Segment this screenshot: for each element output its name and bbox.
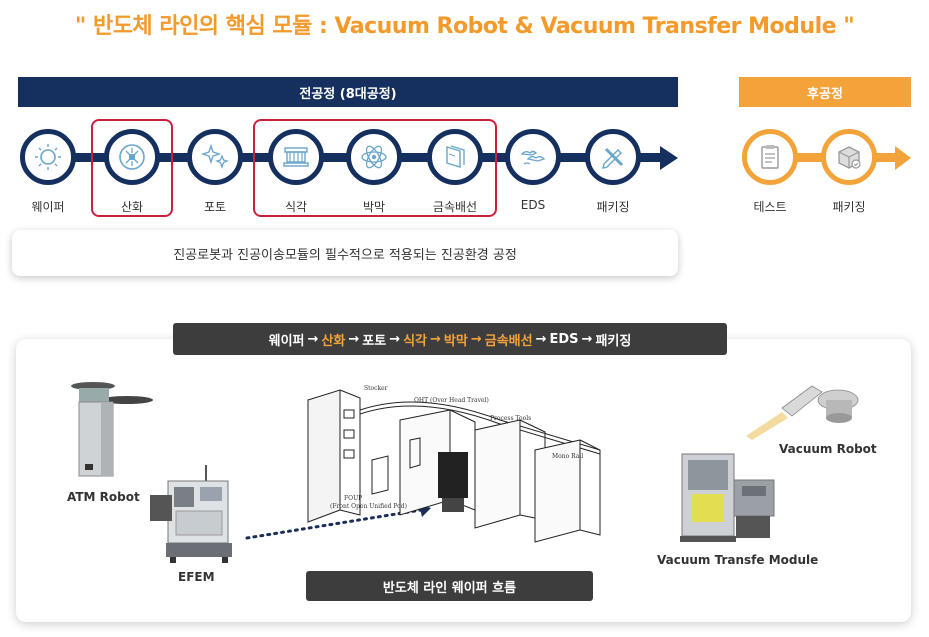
- step-label-etching: 식각: [284, 200, 308, 214]
- step-label-back-packaging: 패키징: [832, 200, 866, 214]
- flow-part: 웨이퍼: [268, 333, 305, 349]
- step-label-test: 테스트: [753, 200, 787, 214]
- step-etching: [268, 129, 324, 185]
- highlight-box-etch-film-metal: [253, 119, 497, 217]
- flow-arrow: →: [389, 331, 401, 347]
- flow-part-highlight: 박막: [443, 333, 468, 349]
- vtm-label: Vacuum Transfe Module: [657, 553, 819, 567]
- process-flow-bar: 웨이퍼 → 산화 → 포토 → 식각 → 박막 → 금속배선 → EDS → 패…: [173, 323, 727, 355]
- flow-part: 패키징: [595, 333, 632, 349]
- oxidation-chip-icon: [119, 144, 145, 170]
- step-label-photo: 포토: [203, 200, 227, 214]
- step-packaging: [585, 129, 641, 185]
- eds-test-icon: [520, 150, 546, 165]
- step-thin-film: [346, 129, 402, 185]
- step-eds: [505, 129, 561, 185]
- package-box-icon: [838, 146, 861, 169]
- efem-label: EFEM: [178, 570, 215, 584]
- drawing-label-foup-full: (Front Open Unified Pod): [330, 503, 407, 510]
- wafer-icon: [35, 144, 61, 170]
- flow-arrow: →: [348, 331, 360, 347]
- flow-arrow: →: [581, 331, 593, 347]
- step-label-metal-wiring: 금속배선: [432, 200, 478, 214]
- drawing-label-process-tools: Process Tools: [490, 415, 531, 422]
- flow-arrow: →: [307, 331, 319, 347]
- step-label-thin-film: 박막: [362, 200, 386, 214]
- wafer-flow-caption: 반도체 라인 웨이퍼 흐름: [306, 571, 593, 601]
- flow-arrow-highlight: →: [470, 331, 482, 347]
- atom-thin-film-icon: [361, 145, 387, 169]
- pencil-ruler-packaging-icon: [602, 147, 624, 169]
- drawing-label-ohe: OHT (Over Head Travel): [414, 397, 489, 404]
- front-process-header: 전공정 (8대공정): [18, 77, 678, 107]
- sparkle-photo-icon: [200, 143, 229, 170]
- back-process-arrow-icon: [895, 146, 911, 170]
- back-process-header: 후공정: [739, 77, 911, 107]
- step-oxidation: [104, 129, 160, 185]
- step-label-oxidation: 산화: [120, 200, 144, 214]
- step-label-packaging: 패키징: [596, 200, 630, 214]
- clipboard-test-icon: [761, 145, 779, 169]
- page-title: " 반도체 라인의 핵심 모듈 : Vacuum Robot & Vacuum …: [74, 14, 855, 39]
- vacuum-robot-label: Vacuum Robot: [779, 442, 877, 456]
- highlight-box-oxidation: [91, 119, 173, 217]
- step-test: [742, 129, 798, 185]
- etching-chamber-icon: [283, 147, 309, 167]
- step-metal-wiring: [427, 129, 483, 185]
- flow-arrow: →: [535, 331, 547, 347]
- drawing-label-mono-rail: Mono Rail: [552, 453, 583, 460]
- vacuum-process-note: 진공로봇과 진공이송모듈의 필수적으로 적용되는 진공환경 공정: [12, 230, 678, 276]
- front-process-arrow-icon: [660, 146, 678, 170]
- fab-line-drawing: Stocker OHT (Over Head Travel) Process T…: [307, 385, 601, 543]
- metal-layers-icon: [446, 145, 465, 168]
- efem-image: [150, 465, 232, 563]
- step-label-wafer: 웨이퍼: [31, 200, 65, 214]
- atm-robot-label: ATM Robot: [67, 490, 140, 504]
- flow-part-highlight: 금속배선: [484, 333, 533, 349]
- step-label-eds: EDS: [520, 198, 546, 212]
- flow-part-highlight: 산화: [321, 333, 346, 349]
- flow-part: 포토: [362, 333, 387, 349]
- step-photo: [187, 129, 243, 185]
- vacuum-transfer-module-image: [680, 453, 775, 542]
- flow-part-highlight: 식각: [403, 333, 428, 349]
- step-wafer: [20, 129, 76, 185]
- drawing-label-stocker: Stocker: [364, 385, 388, 392]
- drawing-label-foup: FOUP: [344, 495, 362, 502]
- flow-arrow-highlight: →: [430, 331, 441, 347]
- flow-part: EDS: [549, 331, 579, 347]
- atm-robot-image: [71, 382, 153, 477]
- step-back-packaging: [821, 129, 877, 185]
- vacuum-robot-image: [746, 385, 859, 440]
